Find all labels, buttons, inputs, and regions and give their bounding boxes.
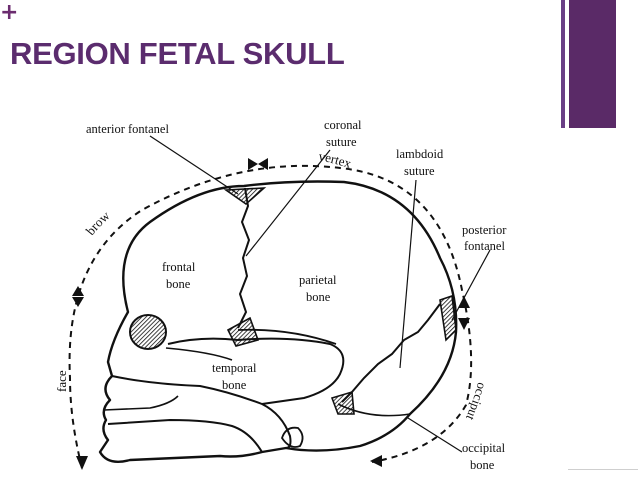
mastoid-fontanel-mark bbox=[330, 390, 355, 415]
orbit bbox=[129, 314, 167, 350]
label-posterior: posterior bbox=[462, 223, 507, 237]
label-temporal: temporal bbox=[212, 361, 257, 375]
skull-outline bbox=[98, 180, 458, 463]
label-occiput: occiput bbox=[463, 381, 490, 423]
slide-title: REGION FETAL SKULL bbox=[10, 36, 345, 71]
label-brow-path: brow bbox=[83, 208, 113, 238]
label-fontanel: fontanel bbox=[464, 239, 505, 253]
jaw-line bbox=[111, 375, 292, 449]
outer-dashed-arc bbox=[68, 164, 473, 469]
arrow-brow-down bbox=[72, 297, 84, 307]
mandible-ramus bbox=[107, 418, 263, 453]
label-parietal: parietal bbox=[299, 273, 337, 287]
coronal-suture bbox=[237, 187, 251, 329]
sphenoid-fontanel-mark bbox=[226, 316, 260, 347]
label-coronal: coronal bbox=[324, 118, 362, 132]
leader-occipital-bone bbox=[407, 417, 463, 453]
label-lambdoid: lambdoid bbox=[396, 147, 444, 161]
arrow-face-bottom bbox=[76, 456, 88, 470]
label-lambdoid-suture: suture bbox=[404, 164, 435, 178]
arrow-vertex-right bbox=[258, 158, 268, 170]
arrow-vertex-left bbox=[248, 158, 258, 170]
arrow-posterior-down bbox=[458, 318, 470, 330]
label-temporal-bone: bone bbox=[222, 378, 247, 392]
label-parietal-bone: bone bbox=[306, 290, 331, 304]
arrow-brow-up bbox=[72, 286, 84, 296]
posterior-fontanel-mark bbox=[439, 294, 457, 342]
temporal-bone-outline bbox=[167, 337, 345, 405]
zygomatic-arch bbox=[165, 347, 233, 361]
arrow-occiput-bottom bbox=[370, 455, 382, 467]
mastoid bbox=[281, 426, 304, 448]
label-brow: brow bbox=[83, 208, 113, 238]
leader-posterior-fontanel bbox=[451, 249, 491, 321]
leader-lambdoid-suture bbox=[399, 179, 417, 369]
label-face: face bbox=[54, 370, 69, 392]
label-frontal: frontal bbox=[162, 260, 196, 274]
leader-anterior-fontanel bbox=[149, 135, 239, 195]
lambdoid-suture bbox=[341, 303, 441, 403]
arrow-posterior-up bbox=[458, 296, 470, 308]
label-occipital: occipital bbox=[462, 441, 506, 455]
label-frontal-bone: bone bbox=[166, 277, 191, 291]
accent-bar-thick bbox=[569, 0, 616, 128]
teeth-line bbox=[103, 395, 179, 411]
divider-line bbox=[568, 469, 638, 470]
label-occiput-path: occiput bbox=[463, 381, 490, 423]
leader-coronal-suture bbox=[245, 149, 331, 257]
label-occipital-bone: bone bbox=[470, 458, 495, 472]
accent-bar-thin bbox=[561, 0, 565, 128]
label-anterior-fontanel: anterior fontanel bbox=[86, 122, 169, 136]
label-coronal-suture: suture bbox=[326, 135, 357, 149]
